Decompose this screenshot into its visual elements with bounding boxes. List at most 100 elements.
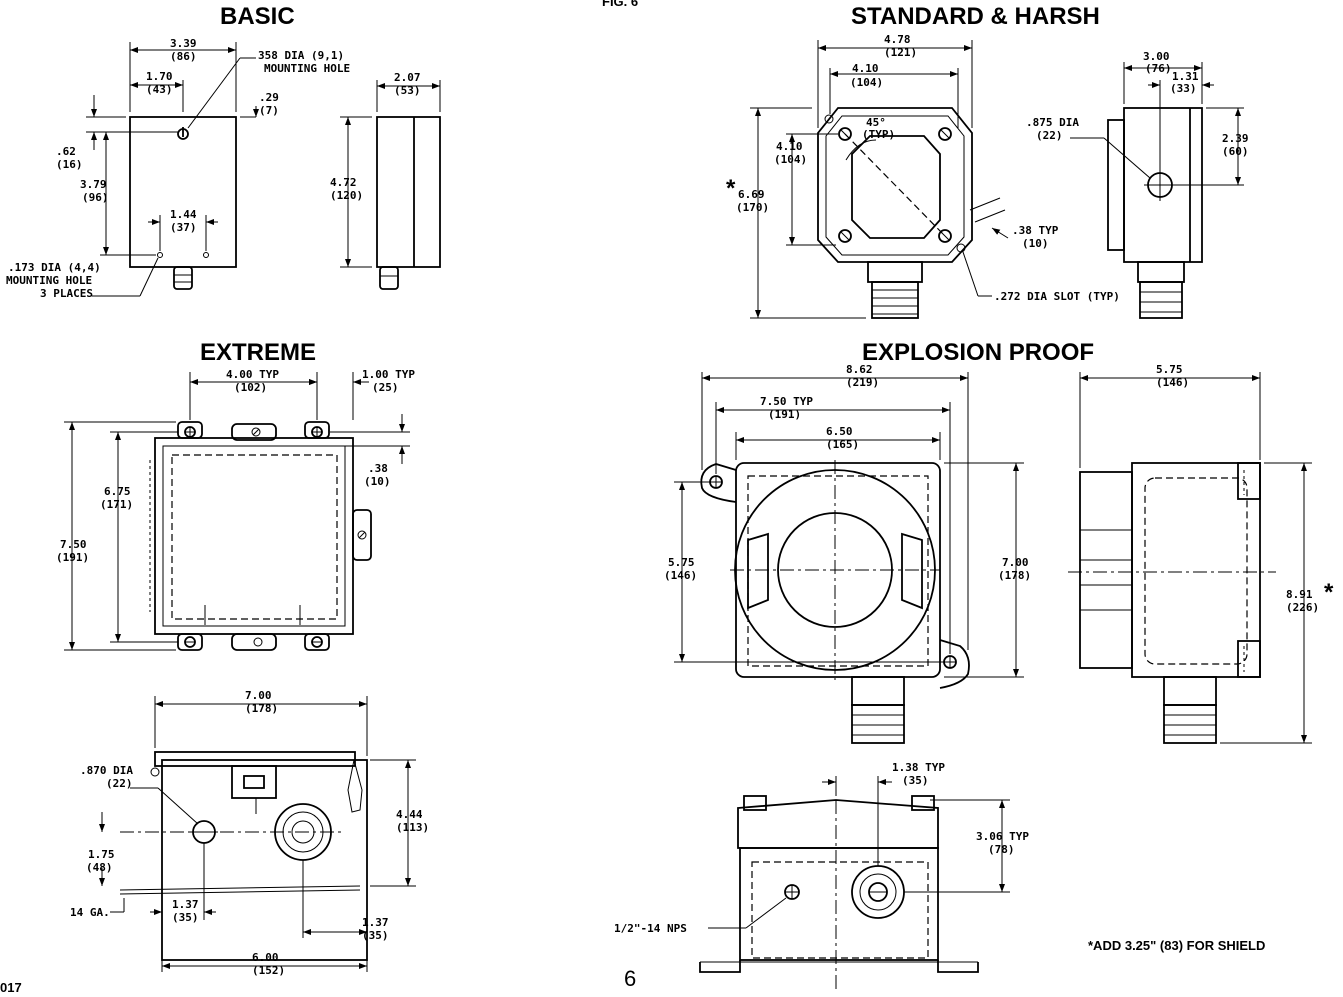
standard-harsh-enclosure: STANDARD & HARSH 4.78 (121) 4.10 [726,3,1249,319]
basic-enclosure: BASIC 3.39 (86) 1.70 (43) 358 DIA (9,1) … [6,3,441,300]
svg-text:3 PLACES: 3 PLACES [40,287,93,300]
svg-text:(22): (22) [1036,129,1063,142]
svg-text:(53): (53) [394,84,421,97]
extreme-gauge: 14 GA. [70,906,110,919]
svg-text:(16): (16) [56,158,83,171]
explosion-body-width: 6.50 [826,425,853,438]
extreme-base-width: 6.00 [252,951,279,964]
standard-window [851,135,941,239]
standard-slot-width: .38 TYP [1012,224,1059,237]
svg-text:(191): (191) [768,408,801,421]
explosion-side-height: 8.91 [1286,588,1313,601]
explosion-bottom-body [739,847,939,961]
explosion-hole-span-v: 5.75 [668,556,695,569]
explosion-proof-enclosure: EXPLOSION PROOF 8.62 (219) 7.50 TYP (191… [664,339,1094,744]
explosion-asterisk: * [1324,579,1334,606]
extreme-bottom-view: 7.00 (178) .870 DIA (22) 4.44 (113) 1.75… [70,689,429,977]
svg-text:(178): (178) [245,702,278,715]
svg-text:(96): (96) [82,191,109,204]
svg-text:(219): (219) [846,376,879,389]
basic-hole-span-v: 3.79 [80,178,107,191]
extreme-window [171,454,338,620]
svg-text:(165): (165) [826,438,859,451]
svg-text:(102): (102) [234,381,267,394]
svg-text:(146): (146) [664,569,697,582]
basic-side-body [376,116,441,268]
svg-text:(146): (146) [1156,376,1189,389]
svg-text:(35): (35) [902,774,929,787]
explosion-overall-width: 8.62 [846,363,873,376]
extreme-height: 7.50 [60,538,87,551]
svg-text:(78): (78) [988,843,1015,856]
page-corner-code: 017 [0,980,22,995]
page-number: 6 [624,966,636,991]
extreme-front-body [154,437,354,635]
figure-label: FIG. 6 [602,0,638,9]
standard-conduit [867,261,923,283]
svg-text:MOUNTING HOLE: MOUNTING HOLE [264,62,350,75]
basic-small-hole-right [203,252,209,258]
extreme-enclosure: EXTREME 4.00 TYP (102) 1.00 TYP (25) [56,339,415,651]
extreme-entry-dia: .870 DIA [80,764,133,777]
extreme-hole-span-v: 6.75 [104,485,131,498]
svg-text:(113): (113) [396,821,429,834]
svg-text:(TYP): (TYP) [862,128,895,141]
svg-text:(48): (48) [86,861,113,874]
extreme-entry-offset-left: 1.37 [172,898,199,911]
basic-hole-drop: .62 [56,145,76,158]
standard-entry-dia: .875 DIA [1026,116,1079,129]
basic-depth: 2.07 [394,71,421,84]
basic-mount-hole-label: 358 DIA (9,1) [258,49,344,62]
svg-text:(178): (178) [998,569,1031,582]
standard-depth: 3.00 [1143,50,1170,63]
svg-text:(191): (191) [56,551,89,564]
basic-height: 4.72 [330,176,357,189]
shield-note: *ADD 3.25" (83) FOR SHIELD [1088,938,1265,953]
extreme-hole-inset: .38 [368,462,388,475]
svg-text:(120): (120) [330,189,363,202]
svg-text:(76): (76) [1145,62,1172,75]
basic-top-gap: .29 [259,91,279,104]
svg-text:(152): (152) [252,964,285,977]
svg-text:(86): (86) [170,50,197,63]
explosion-title: EXPLOSION PROOF [862,339,1094,366]
standard-height: 6.69 [738,188,765,201]
extreme-entry-height: 1.75 [88,848,115,861]
basic-gland [173,266,193,290]
svg-text:(60): (60) [1222,145,1249,158]
explosion-height: 7.00 [1002,556,1029,569]
svg-text:(35): (35) [362,929,389,942]
standard-hole-span-v: 4.10 [776,140,803,153]
basic-hole-offset: 1.70 [146,70,173,83]
svg-text:(10): (10) [364,475,391,488]
svg-text:(121): (121) [884,46,917,59]
svg-text:(43): (43) [146,83,173,96]
basic-title: BASIC [220,3,295,30]
standard-slot: .272 DIA SLOT (TYP) [994,290,1120,303]
standard-hole-span: 4.10 [852,62,879,75]
standard-entry-height: 2.39 [1222,132,1249,145]
explosion-depth: 5.75 [1156,363,1183,376]
extreme-title: EXTREME [200,339,316,366]
basic-small-hole-left [157,252,163,258]
svg-text:(7): (7) [259,104,279,117]
standard-angle: 45° [866,116,886,129]
explosion-conduit [851,676,905,706]
svg-text:(35): (35) [172,911,199,924]
extreme-hole-spacing: 4.00 TYP [226,368,279,381]
svg-text:(226): (226) [1286,601,1319,614]
svg-text:(37): (37) [170,221,197,234]
svg-text:(22): (22) [106,777,133,790]
extreme-width: 7.00 [245,689,272,702]
svg-text:(104): (104) [850,76,883,89]
explosion-entry-height: 3.06 TYP [976,830,1029,843]
explosion-entry-offset: 1.38 TYP [892,761,945,774]
svg-text:(10): (10) [1022,237,1049,250]
standard-front-body [817,107,973,263]
explosion-side-body [1131,462,1261,678]
basic-bottom-holes: 1.44 [170,208,197,221]
svg-text:(171): (171) [100,498,133,511]
basic-small-hole-label: .173 DIA (4,4) [8,261,101,274]
standard-title: STANDARD & HARSH [851,3,1100,30]
